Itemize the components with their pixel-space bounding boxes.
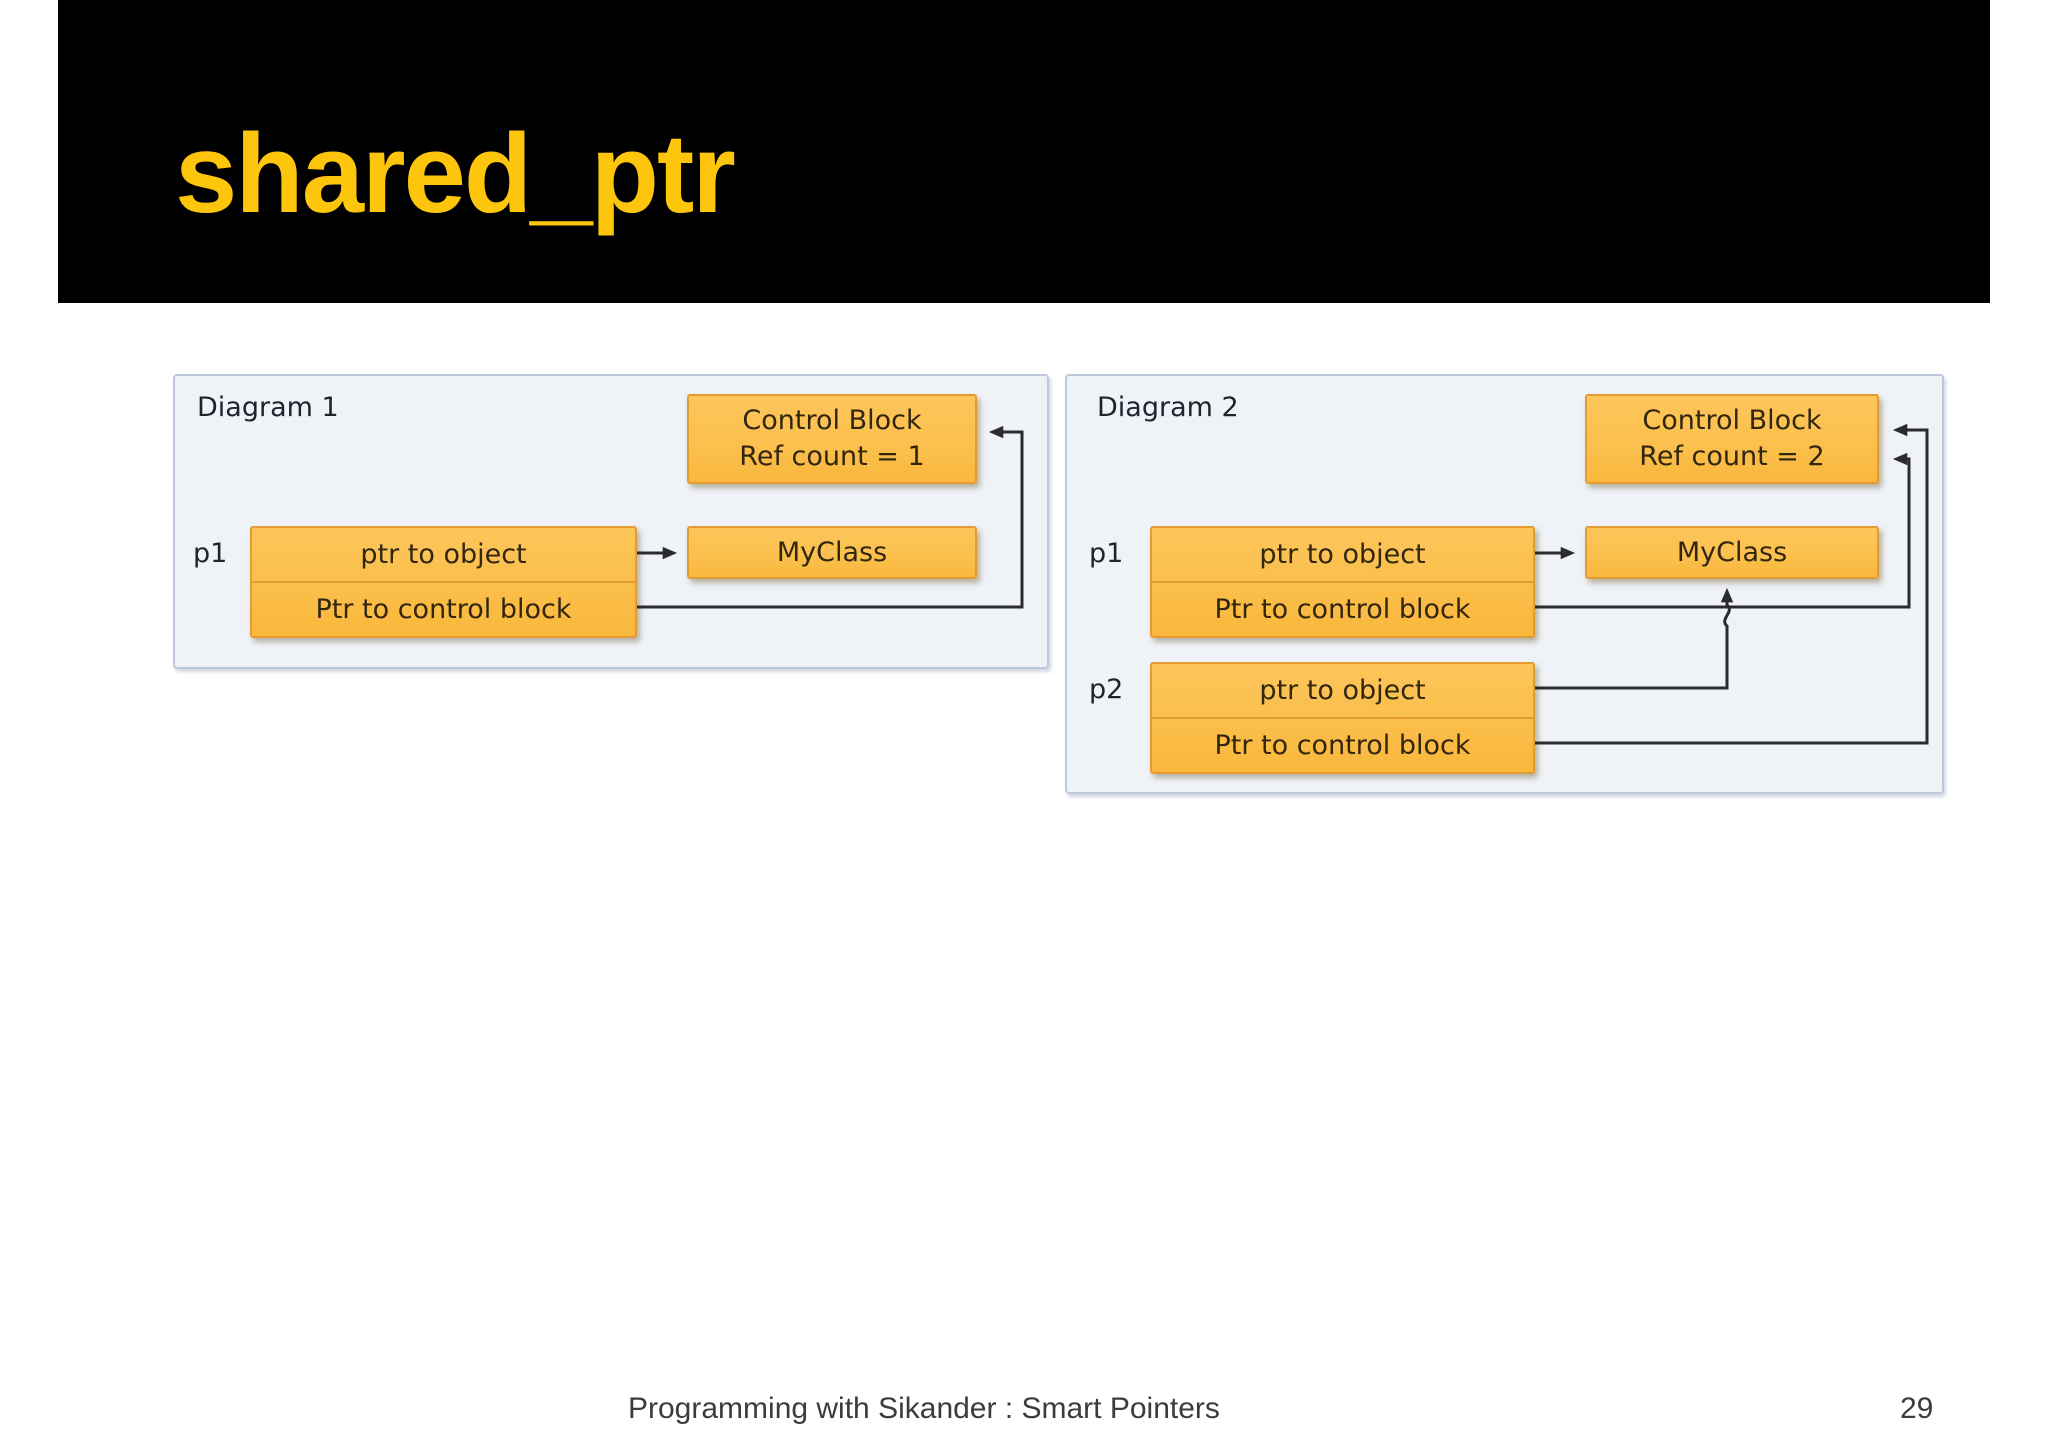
diagram1-p1-stack: ptr to object Ptr to control block: [250, 526, 637, 638]
control-block-title: Control Block: [1642, 405, 1822, 437]
diagram1-p1-label: p1: [193, 538, 228, 569]
page-number: 29: [1900, 1392, 1934, 1425]
diagram2-myclass-box: MyClass: [1585, 526, 1879, 579]
footer-text: Programming with Sikander : Smart Pointe…: [628, 1392, 1220, 1425]
arrow-p2obj-to-myclass: [1535, 587, 1734, 690]
diagram1-p1-ptr-to-object: ptr to object: [360, 539, 527, 570]
diagram2-label: Diagram 2: [1097, 392, 1239, 423]
control-block-refcount: Ref count = 2: [1639, 441, 1825, 472]
diagram1-label: Diagram 1: [197, 392, 339, 423]
diagram2-p1-stack: ptr to object Ptr to control block: [1150, 526, 1535, 638]
diagram2-p1-ptr-to-control-block: Ptr to control block: [1152, 581, 1533, 636]
control-block-refcount: Ref count = 1: [739, 441, 925, 472]
diagram1-panel: Diagram 1 Control Block Ref count = 1 p1…: [173, 374, 1049, 669]
title-bar: shared_ptr: [58, 0, 1990, 303]
diagram2-p2-ptr-to-control-block: Ptr to control block: [1152, 717, 1533, 772]
diagram2-panel: Diagram 2 Control Block Ref count = 2 p1…: [1065, 374, 1944, 794]
diagram1-myclass-box: MyClass: [687, 526, 977, 579]
diagram1-control-block: Control Block Ref count = 1: [687, 394, 977, 484]
control-block-title: Control Block: [742, 405, 922, 437]
diagram2-p2-ptr-to-object: ptr to object: [1259, 675, 1426, 706]
slide-title: shared_ptr: [175, 111, 736, 236]
diagram2-p1-label: p1: [1089, 538, 1124, 569]
diagram2-p1-ptr-to-object: ptr to object: [1259, 539, 1426, 570]
diagram1-p1-ptr-to-control-block: Ptr to control block: [252, 581, 635, 636]
diagram2-p2-label: p2: [1089, 674, 1124, 705]
diagram2-p2-stack: ptr to object Ptr to control block: [1150, 662, 1535, 774]
diagram2-control-block: Control Block Ref count = 2: [1585, 394, 1879, 484]
